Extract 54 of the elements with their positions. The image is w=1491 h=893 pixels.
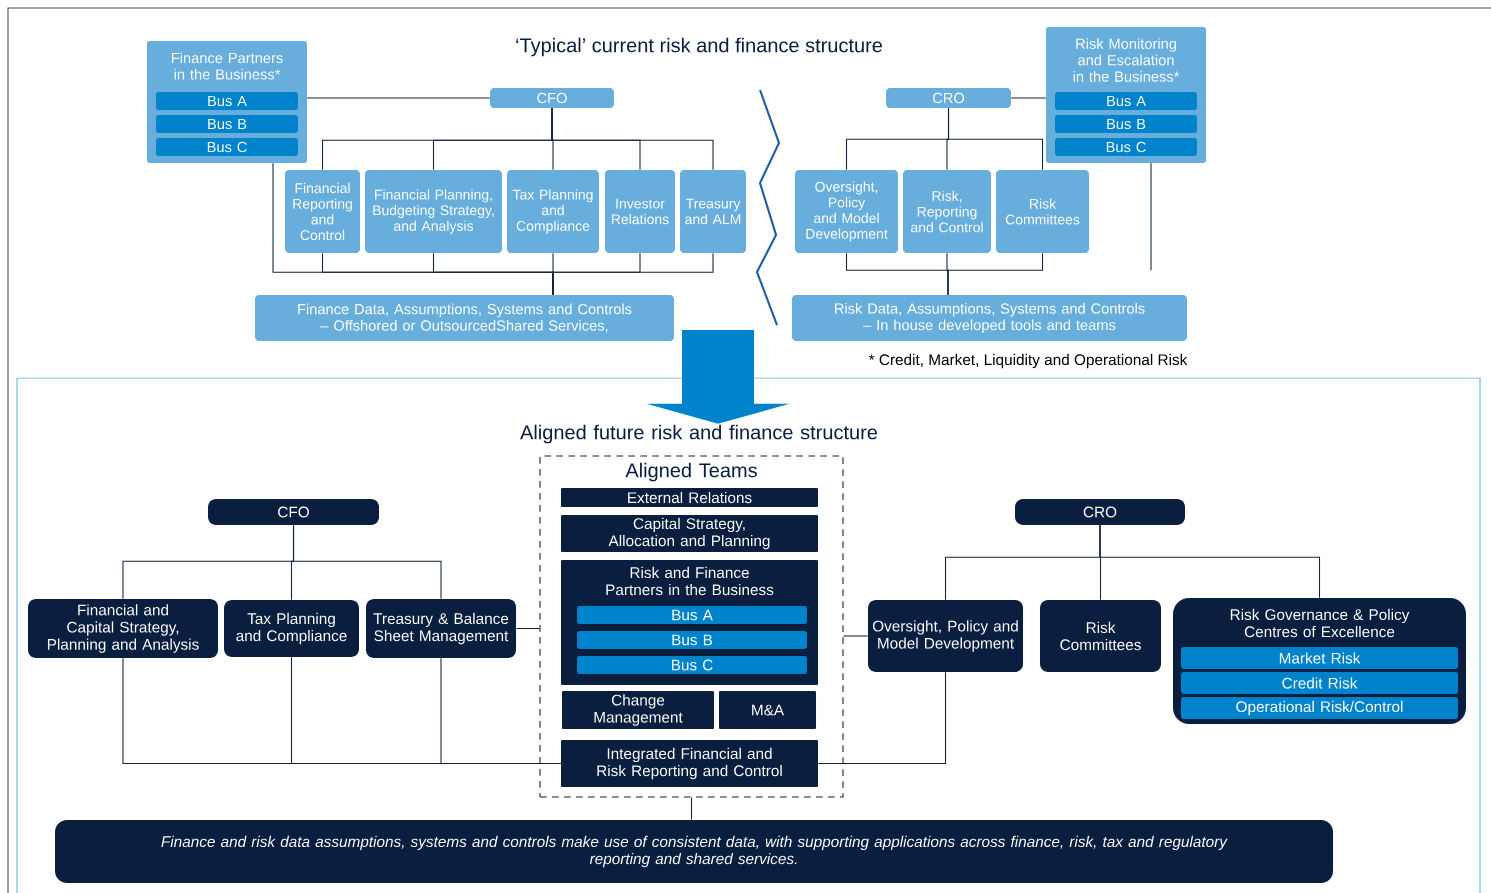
- function-box: Treasury & Balance Sheet Management: [366, 599, 516, 658]
- role-box: CFO: [490, 88, 614, 108]
- business-row: Bus B: [156, 115, 298, 133]
- function-box: Risk Committees: [996, 170, 1089, 253]
- business-row: Bus A: [1055, 92, 1197, 110]
- risk-row: Operational Risk/Control: [1181, 697, 1458, 719]
- business-row: Bus B: [1055, 115, 1197, 133]
- data-box: Risk Data, Assumptions, Systems and Controls – In house developed tools and teams: [792, 295, 1187, 341]
- connector-line: [1099, 524, 1321, 599]
- role-box: CRO: [886, 88, 1011, 108]
- function-box: Treasury and ALM: [680, 170, 746, 253]
- team-box: External Relations: [561, 488, 818, 507]
- business-row: Bus A: [156, 92, 298, 110]
- connector-line: [817, 671, 947, 765]
- risk-row: Credit Risk: [1181, 672, 1458, 694]
- team-box: M&A: [719, 691, 816, 729]
- section-heading: ‘Typical’ current risk and finance structure: [516, 37, 882, 57]
- risk-row: Market Risk: [1181, 647, 1458, 669]
- business-row: Bus C: [156, 138, 298, 156]
- business-row: Bus C: [1055, 138, 1197, 156]
- connector-line: [947, 252, 1044, 296]
- connector-line: [306, 97, 491, 99]
- function-box: Tax Planning and Compliance: [224, 600, 359, 657]
- function-box: Tax Planning and Compliance: [507, 170, 599, 253]
- team-box: Integrated Financial and Risk Reporting and Control: [561, 740, 818, 787]
- connector-line: [292, 524, 442, 600]
- section-heading: Aligned future risk and finance structure: [520, 424, 878, 444]
- connector-line: [690, 797, 693, 821]
- connector-line: [272, 162, 554, 296]
- connector-line: [843, 635, 869, 637]
- function-box: Financial Reporting and Control: [285, 170, 360, 253]
- connector-line: [551, 107, 714, 171]
- team-box: Capital Strategy, Allocation and Planning: [561, 515, 818, 552]
- block-arrow: [646, 330, 790, 424]
- function-box: Oversight, Policy and Model Development: [868, 600, 1023, 672]
- role-box: CRO: [1015, 499, 1185, 525]
- function-box: Financial Planning, Budgeting Strategy, and Analysis: [365, 170, 502, 253]
- data-box: Finance Data, Assumptions, Systems and Controls – Offshored or OutsourcedShared Services,: [255, 295, 674, 341]
- function-box: Investor Relations: [605, 170, 675, 253]
- connector-line: [1010, 97, 1047, 99]
- function-box: Financial and Capital Strategy, Planning and Analysis: [28, 599, 218, 658]
- statement-bar: Finance and risk data assumptions, systems and controls make use of consistent data, with supporting applications across finance, risk, tax and regulatory reporting and shared services.: [55, 820, 1333, 883]
- function-box: Risk, Reporting and Control: [903, 170, 991, 253]
- role-box: CFO: [208, 499, 379, 525]
- function-box: Oversight, Policy and Model Development: [795, 170, 898, 253]
- business-row: Bus C: [577, 656, 807, 674]
- function-box: Risk Committees: [1040, 600, 1161, 672]
- connector-line: [515, 627, 540, 630]
- business-row: Bus B: [577, 631, 807, 649]
- team-box: Change Management: [562, 691, 714, 729]
- connector-line: [440, 657, 562, 765]
- connector-line: [1150, 162, 1152, 271]
- business-row: Bus A: [577, 606, 807, 624]
- connector-line: [947, 107, 1044, 171]
